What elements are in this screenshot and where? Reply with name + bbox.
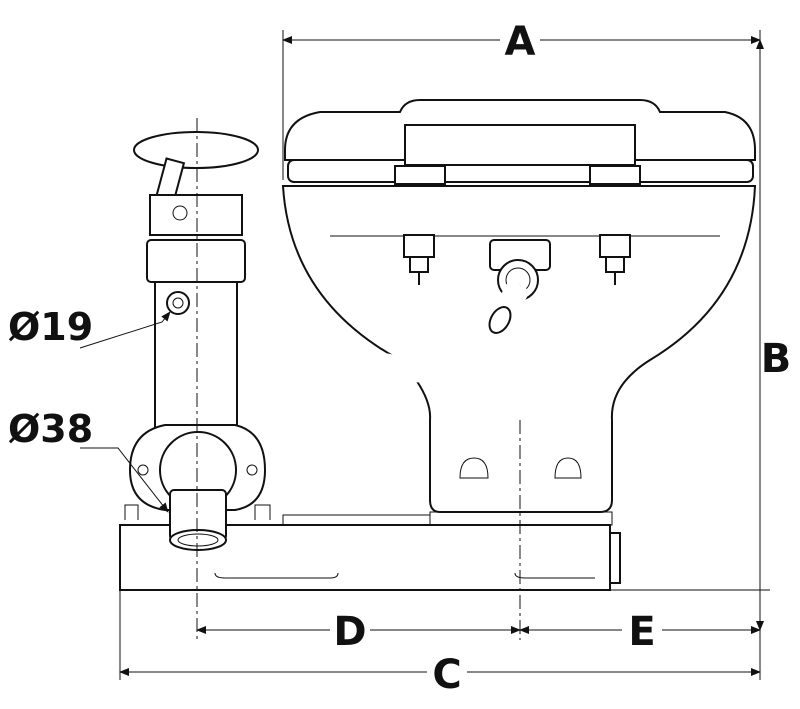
center-lines bbox=[196, 118, 521, 640]
hand-pump bbox=[128, 131, 267, 551]
inlet-diameter-label: Ø19 bbox=[8, 305, 93, 349]
toilet-bowl bbox=[281, 185, 757, 526]
outlet-diameter-label: Ø38 bbox=[8, 407, 93, 451]
dimension-label-a: A bbox=[505, 19, 536, 65]
dimension-label-d: D bbox=[333, 609, 366, 655]
dimension-label-e: E bbox=[628, 609, 655, 655]
toilet-seat-lid bbox=[284, 99, 756, 185]
dimension-label-b: B bbox=[761, 336, 792, 382]
dimension-label-c: C bbox=[432, 652, 461, 698]
